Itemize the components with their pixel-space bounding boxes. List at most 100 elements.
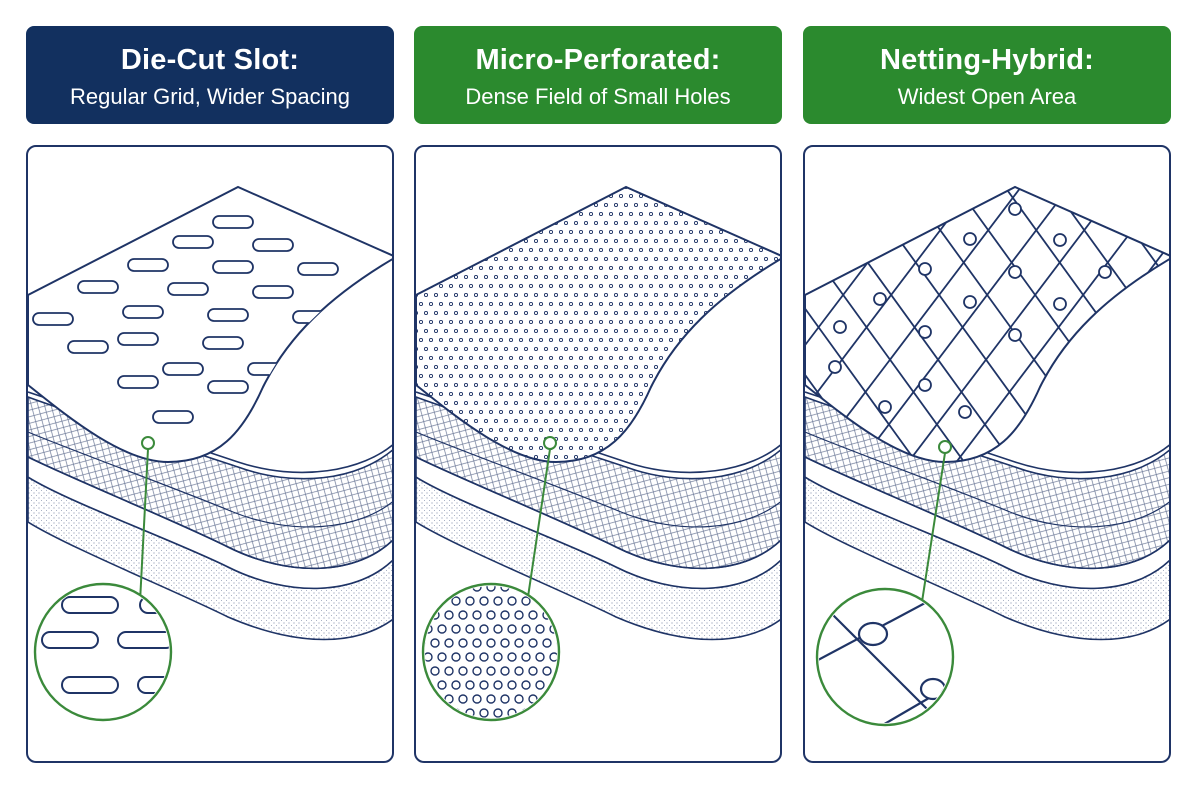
perforation-hole xyxy=(683,400,689,406)
perforation-hole xyxy=(423,382,429,388)
panel-subtitle: Regular Grid, Wider Spacing xyxy=(69,84,350,109)
perforation-hole xyxy=(558,355,564,361)
perforation-hole xyxy=(713,454,719,460)
perforation-hole xyxy=(768,355,774,361)
perforation-hole xyxy=(463,220,469,226)
perforation-hole xyxy=(523,418,529,424)
perforation-hole xyxy=(563,256,569,262)
perforation-hole xyxy=(689,464,692,467)
perforation-hole xyxy=(718,355,724,361)
perforation-hole-magnified xyxy=(535,680,545,690)
perforation-hole xyxy=(478,319,484,325)
perforation-hole xyxy=(553,292,559,298)
perforation-hole xyxy=(498,265,504,271)
perforation-hole xyxy=(733,310,739,316)
perforation-hole xyxy=(518,337,524,343)
perforation-hole xyxy=(753,346,759,352)
perforation-hole xyxy=(533,364,539,370)
perforation-hole xyxy=(673,328,679,334)
perforation-hole xyxy=(763,220,769,226)
perforation-hole xyxy=(628,229,634,235)
perforation-hole xyxy=(723,187,729,190)
perforation-hole xyxy=(538,355,544,361)
perforation-hole xyxy=(488,391,494,397)
perforation-hole xyxy=(738,355,744,361)
perforation-hole xyxy=(723,346,729,352)
perforation-hole xyxy=(678,373,684,379)
perforation-hole xyxy=(473,256,479,262)
perforation-hole xyxy=(578,283,584,289)
perforation-hole xyxy=(423,202,429,208)
perforation-hole-magnified xyxy=(479,624,489,634)
perforation-hole xyxy=(503,364,509,370)
perforation-hole xyxy=(773,418,779,424)
perforation-hole xyxy=(703,187,709,190)
perforation-hole xyxy=(573,346,579,352)
perforation-hole-magnified xyxy=(493,596,503,606)
perforation-hole xyxy=(548,283,554,289)
perforation-hole xyxy=(703,292,709,298)
perforation-hole-magnified xyxy=(425,652,433,662)
perforation-hole xyxy=(483,202,489,208)
perforation-hole xyxy=(488,193,494,199)
perforation-hole-magnified xyxy=(458,666,468,676)
perforation-hole xyxy=(703,328,709,334)
perforation-hole xyxy=(553,238,559,244)
perforation-hole xyxy=(448,355,454,361)
perforation-hole xyxy=(768,409,774,415)
perforation-hole xyxy=(458,193,464,199)
perforation-hole xyxy=(438,301,444,307)
perforation-hole xyxy=(698,355,704,361)
perforation-hole xyxy=(663,187,669,190)
perforation-hole xyxy=(433,292,439,298)
perforation-hole xyxy=(743,187,749,190)
perforation-hole-magnified xyxy=(465,652,475,662)
perforation-hole xyxy=(428,229,434,235)
panel-title: Netting-Hybrid: xyxy=(879,44,1095,76)
perforation-hole xyxy=(568,445,574,451)
perforation-hole xyxy=(483,238,489,244)
perforation-hole xyxy=(633,418,639,424)
perforation-hole xyxy=(738,409,744,415)
netting-knot xyxy=(918,325,932,339)
perforation-hole xyxy=(748,373,754,379)
perforation-hole xyxy=(703,454,709,460)
perforation-hole-magnified xyxy=(528,666,538,676)
perforation-hole xyxy=(538,445,544,451)
perforation-hole-magnified xyxy=(564,709,572,717)
perforation-hole xyxy=(598,319,604,325)
perforation-hole xyxy=(673,238,679,244)
perforation-hole xyxy=(568,337,574,343)
perforation-hole-magnified xyxy=(444,586,454,592)
perforation-hole xyxy=(728,193,734,199)
perforation-hole xyxy=(573,400,579,406)
perforation-hole xyxy=(523,220,529,226)
perforation-hole xyxy=(773,256,779,262)
perforation-hole xyxy=(468,391,474,397)
perforation-hole-magnified xyxy=(514,638,524,648)
perforation-hole xyxy=(713,400,719,406)
perforation-hole xyxy=(623,292,629,298)
perforation-hole xyxy=(638,247,644,253)
perforation-hole xyxy=(643,292,649,298)
panel-title: Die-Cut Slot: xyxy=(120,44,300,76)
perforation-hole xyxy=(518,265,524,271)
perforation-hole xyxy=(508,427,514,433)
perforation-hole xyxy=(708,283,714,289)
perforation-hole xyxy=(438,373,444,379)
perforation-hole xyxy=(588,445,594,451)
perforation-hole xyxy=(738,265,744,271)
perforation-hole xyxy=(468,229,474,235)
perforation-hole xyxy=(438,319,444,325)
perforation-hole xyxy=(483,328,489,334)
perforation-hole xyxy=(763,256,769,262)
perforation-hole xyxy=(433,187,439,190)
perforation-hole xyxy=(563,364,569,370)
perforation-hole xyxy=(588,229,594,235)
perforation-hole xyxy=(773,292,779,298)
netting-knot xyxy=(1053,297,1067,311)
perforation-hole xyxy=(438,229,444,235)
perforation-hole xyxy=(623,418,629,424)
perforation-hole xyxy=(613,364,619,370)
perforation-hole xyxy=(483,382,489,388)
